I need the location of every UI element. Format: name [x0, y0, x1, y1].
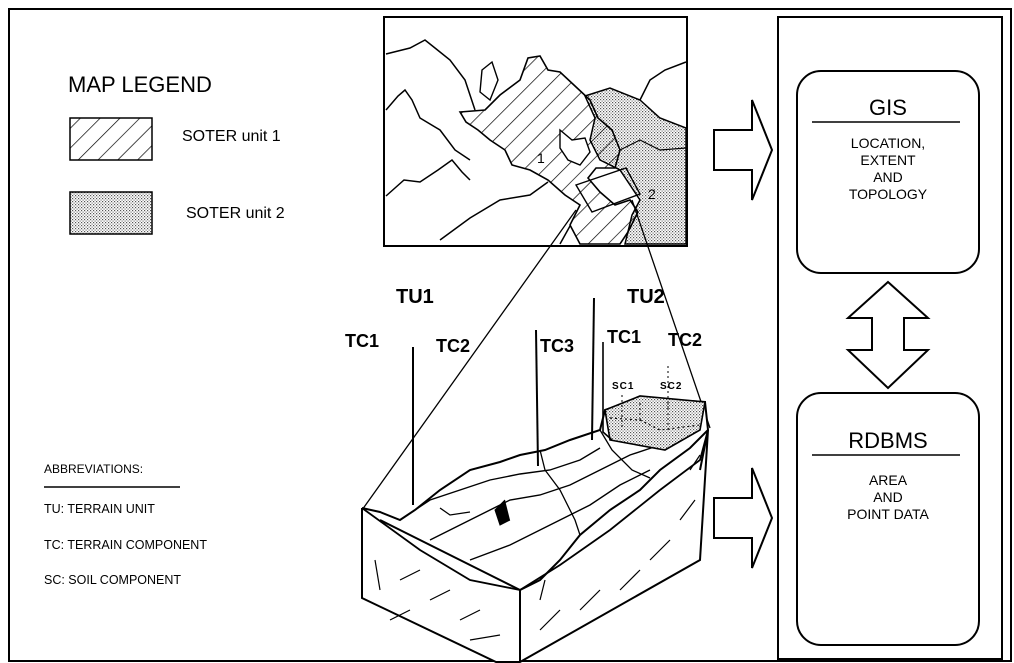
projection-line-left [361, 209, 577, 511]
terrain-component-label: TC1 [607, 327, 642, 347]
terrain-component-label: TC1 [345, 331, 380, 351]
map-unit-label-2: 2 [648, 186, 656, 202]
legend-swatch-hatched [69, 117, 153, 161]
soil-component-label: SC1 [612, 381, 635, 392]
tu2-leader [591, 297, 595, 441]
projection-line-right [631, 199, 711, 429]
arrow-map-to-gis [713, 99, 774, 201]
terrain-component-label: TC2 [436, 336, 471, 356]
arrow-gis-rdbms-bidirectional [845, 280, 931, 390]
rdbms-line: POINT DATA [847, 506, 929, 522]
terrain-unit-label-1: TU1 [396, 286, 434, 308]
legend-title: MAP LEGEND [68, 72, 212, 97]
map-unit-label-1: 1 [537, 150, 545, 166]
tc1b-leader [602, 342, 613, 441]
gis-description: LOCATION, EXTENT AND TOPOLOGY [818, 135, 958, 203]
abbreviation-item: TU: TERRAIN UNIT [44, 502, 155, 516]
rdbms-description: AREA AND POINT DATA [818, 472, 958, 523]
systems-panel [777, 16, 1003, 660]
legend-label-unit-2: SOTER unit 2 [186, 205, 285, 222]
legend-label-unit-1: SOTER unit 1 [182, 128, 281, 145]
terrain-block-diagram [361, 395, 710, 663]
gis-title: GIS [869, 95, 907, 120]
abbreviations-title: ABBREVIATIONS: [44, 462, 144, 476]
rdbms-line: AND [873, 489, 903, 505]
rdbms-box [796, 392, 980, 646]
terrain-component-label: TC3 [540, 336, 575, 356]
arrow-block-to-rdbms [713, 467, 774, 569]
gis-line: TOPOLOGY [848, 186, 928, 202]
abbreviation-item: TC: TERRAIN COMPONENT [44, 538, 207, 552]
tc3-leader [535, 329, 539, 467]
gis-line: AND [873, 169, 903, 185]
rdbms-title: RDBMS [848, 428, 928, 453]
terrain-unit-label-2: TU2 [627, 286, 665, 308]
legend-swatch-dotted [69, 191, 153, 235]
soil-component-label: SC2 [660, 381, 683, 392]
abbreviation-item: SC: SOIL COMPONENT [44, 573, 182, 587]
gis-line: LOCATION, [850, 135, 926, 151]
gis-line: EXTENT [860, 152, 916, 168]
rdbms-line: AREA [868, 472, 908, 488]
soter-map [383, 16, 688, 247]
terrain-component-label: TC2 [668, 330, 703, 350]
